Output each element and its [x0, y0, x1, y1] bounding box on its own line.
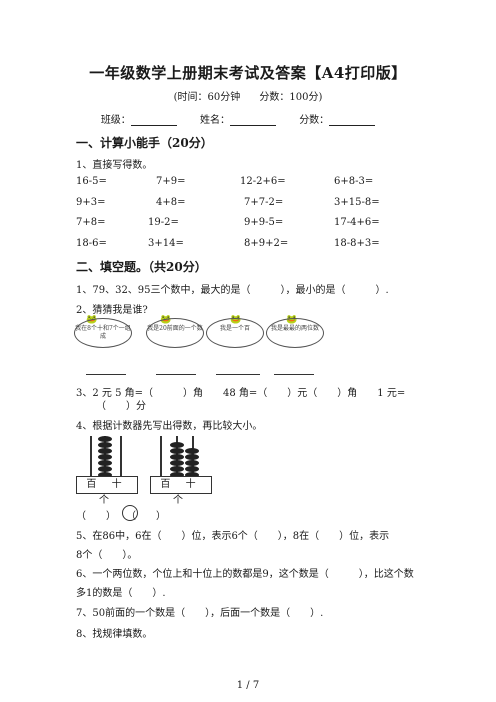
abacus-bead: [98, 472, 112, 478]
calc-item: 7+8=: [76, 217, 106, 228]
abacus-bead: [98, 448, 112, 454]
thought-bubble: 我在8个十和7个一组成: [74, 318, 132, 348]
compare-circle: [122, 505, 138, 521]
calc-item: 3+15-8=: [334, 197, 380, 208]
student-info: 班级： 姓名： 分数：: [0, 111, 496, 126]
question-3: 3、2 元 5 角=（ ）角 48 角=（ ）元（ ）角 1 元=: [76, 388, 406, 399]
answer-line: [156, 374, 196, 375]
question-3-cont: （ ）分: [96, 401, 146, 412]
calc-item: 6+8-3=: [334, 176, 374, 187]
calc-item: 18-8+3=: [334, 238, 380, 249]
question-1: 1、79、32、95三个数中，最大的是（ ），最小的是（ ）.: [76, 285, 389, 296]
question-5-cont: 8个（ ）。: [76, 550, 138, 561]
calc-item: 12-2+6=: [240, 176, 286, 187]
abacus-bead: [170, 472, 184, 478]
abacus-label: 百 十 个: [76, 476, 138, 506]
calc-item: 3+14=: [148, 238, 184, 249]
abacus-bead: [98, 460, 112, 466]
points-blank: [329, 115, 376, 126]
abacus-label: 百 十 个: [150, 476, 212, 506]
section1-instruction: 1、直接写得数。: [76, 160, 153, 171]
abacus-bead: [185, 472, 199, 478]
section2-heading: 二、填空题。（共20分）: [76, 260, 207, 274]
thought-bubble: 我是一个百: [206, 318, 264, 348]
calc-item: 18-6=: [76, 238, 107, 249]
calc-item: 4+8=: [156, 197, 186, 208]
name-label: 姓名：: [200, 115, 230, 126]
question-8: 8、找规律填数。: [76, 629, 153, 640]
abacus-bead: [170, 442, 184, 448]
class-label: 班级：: [100, 115, 131, 126]
exam-meta: (时间：60分钟 分数：100分): [0, 88, 496, 103]
thought-bubble: 我是最最的两位数: [266, 318, 324, 348]
abacus-bead: [98, 436, 112, 442]
compare-answers: （ ） （ ）: [76, 511, 166, 522]
abacus-bead: [98, 454, 112, 460]
abacus-bead: [170, 454, 184, 460]
question-7: 7、50前面的一个数是（ ），后面一个数是（ ）.: [76, 608, 324, 619]
thought-bubble: 我是20前面的一个数: [146, 318, 204, 348]
answer-line: [86, 374, 126, 375]
abacus-rod: [90, 436, 92, 476]
total-score: 分数：100分): [259, 92, 323, 103]
class-blank: [130, 115, 177, 126]
calc-item: 17-4+6=: [334, 217, 380, 228]
calc-item: 7+9=: [156, 176, 186, 187]
abacus-bead: [170, 460, 184, 466]
time-limit: (时间：60分钟: [173, 92, 241, 103]
abacus-bead: [185, 454, 199, 460]
question-4: 4、根据计数器先写出得数，再比较大小。: [76, 421, 263, 432]
abacus-bead: [185, 466, 199, 472]
answer-line: [216, 374, 260, 375]
name-blank: [230, 115, 276, 126]
calc-item: 9+9-5=: [244, 217, 284, 228]
calc-item: 19-2=: [148, 217, 179, 228]
question-6: 6、一个两位数，个位上和十位上的数都是9，这个数是（ ），比这个数: [76, 569, 414, 580]
points-label: 分数：: [299, 115, 330, 126]
abacus-rod: [160, 436, 162, 476]
calc-item: 9+3=: [76, 197, 106, 208]
abacus-rod: [120, 436, 122, 476]
abacus-bead: [170, 466, 184, 472]
calc-item: 16-5=: [76, 176, 107, 187]
page-title: 一年级数学上册期末考试及答案【A4打印版】: [89, 64, 407, 82]
question-2: 2、猜猜我是谁?: [76, 305, 148, 316]
answer-line: [274, 374, 314, 375]
calc-item: 8+9+2=: [244, 238, 289, 249]
abacus-bead: [185, 448, 199, 454]
abacus-bead: [98, 442, 112, 448]
page-number: 1 / 7: [236, 680, 260, 691]
abacus-bead: [185, 460, 199, 466]
abacus-bead: [170, 448, 184, 454]
question-6-cont: 多1的数是（ ）.: [76, 588, 166, 599]
question-5: 5、在86中，6在（ ）位，表示6个（ ），8在（ ）位，表示: [76, 531, 390, 542]
section1-heading: 一、计算小能手（20分）: [76, 136, 213, 150]
abacus-bead: [98, 466, 112, 472]
calc-item: 7+7-2=: [244, 197, 284, 208]
